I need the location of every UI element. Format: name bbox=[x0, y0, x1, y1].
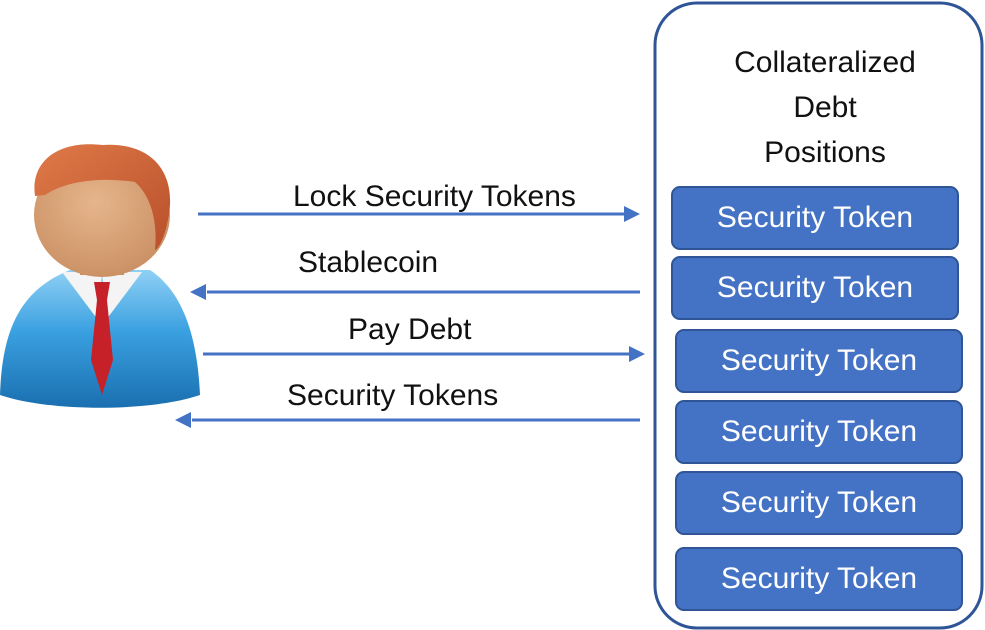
security-token-3: Security Token bbox=[675, 329, 963, 393]
cdp-title: Collateralized Debt Positions bbox=[700, 40, 950, 175]
cdp-title-line-3: Positions bbox=[764, 136, 886, 169]
cdp-title-line-1: Collateralized bbox=[734, 46, 916, 79]
security-token-5: Security Token bbox=[675, 471, 963, 535]
cdp-title-line-2: Debt bbox=[793, 91, 857, 124]
flow-label-lock: Lock Security Tokens bbox=[293, 180, 576, 213]
flow-arrows bbox=[175, 206, 645, 428]
flow-label-stablecoin: Stablecoin bbox=[298, 246, 439, 279]
security-token-1: Security Token bbox=[671, 186, 959, 250]
person-hair bbox=[34, 144, 171, 250]
flow-label-pay-debt: Pay Debt bbox=[348, 313, 472, 346]
user-avatar-icon bbox=[0, 144, 200, 408]
security-token-4: Security Token bbox=[675, 400, 963, 464]
person-collar bbox=[62, 272, 142, 320]
security-token-6: Security Token bbox=[675, 547, 963, 611]
person-tie bbox=[91, 282, 113, 395]
flow-label-security-tokens: Security Tokens bbox=[287, 379, 499, 412]
security-token-2: Security Token bbox=[671, 256, 959, 320]
